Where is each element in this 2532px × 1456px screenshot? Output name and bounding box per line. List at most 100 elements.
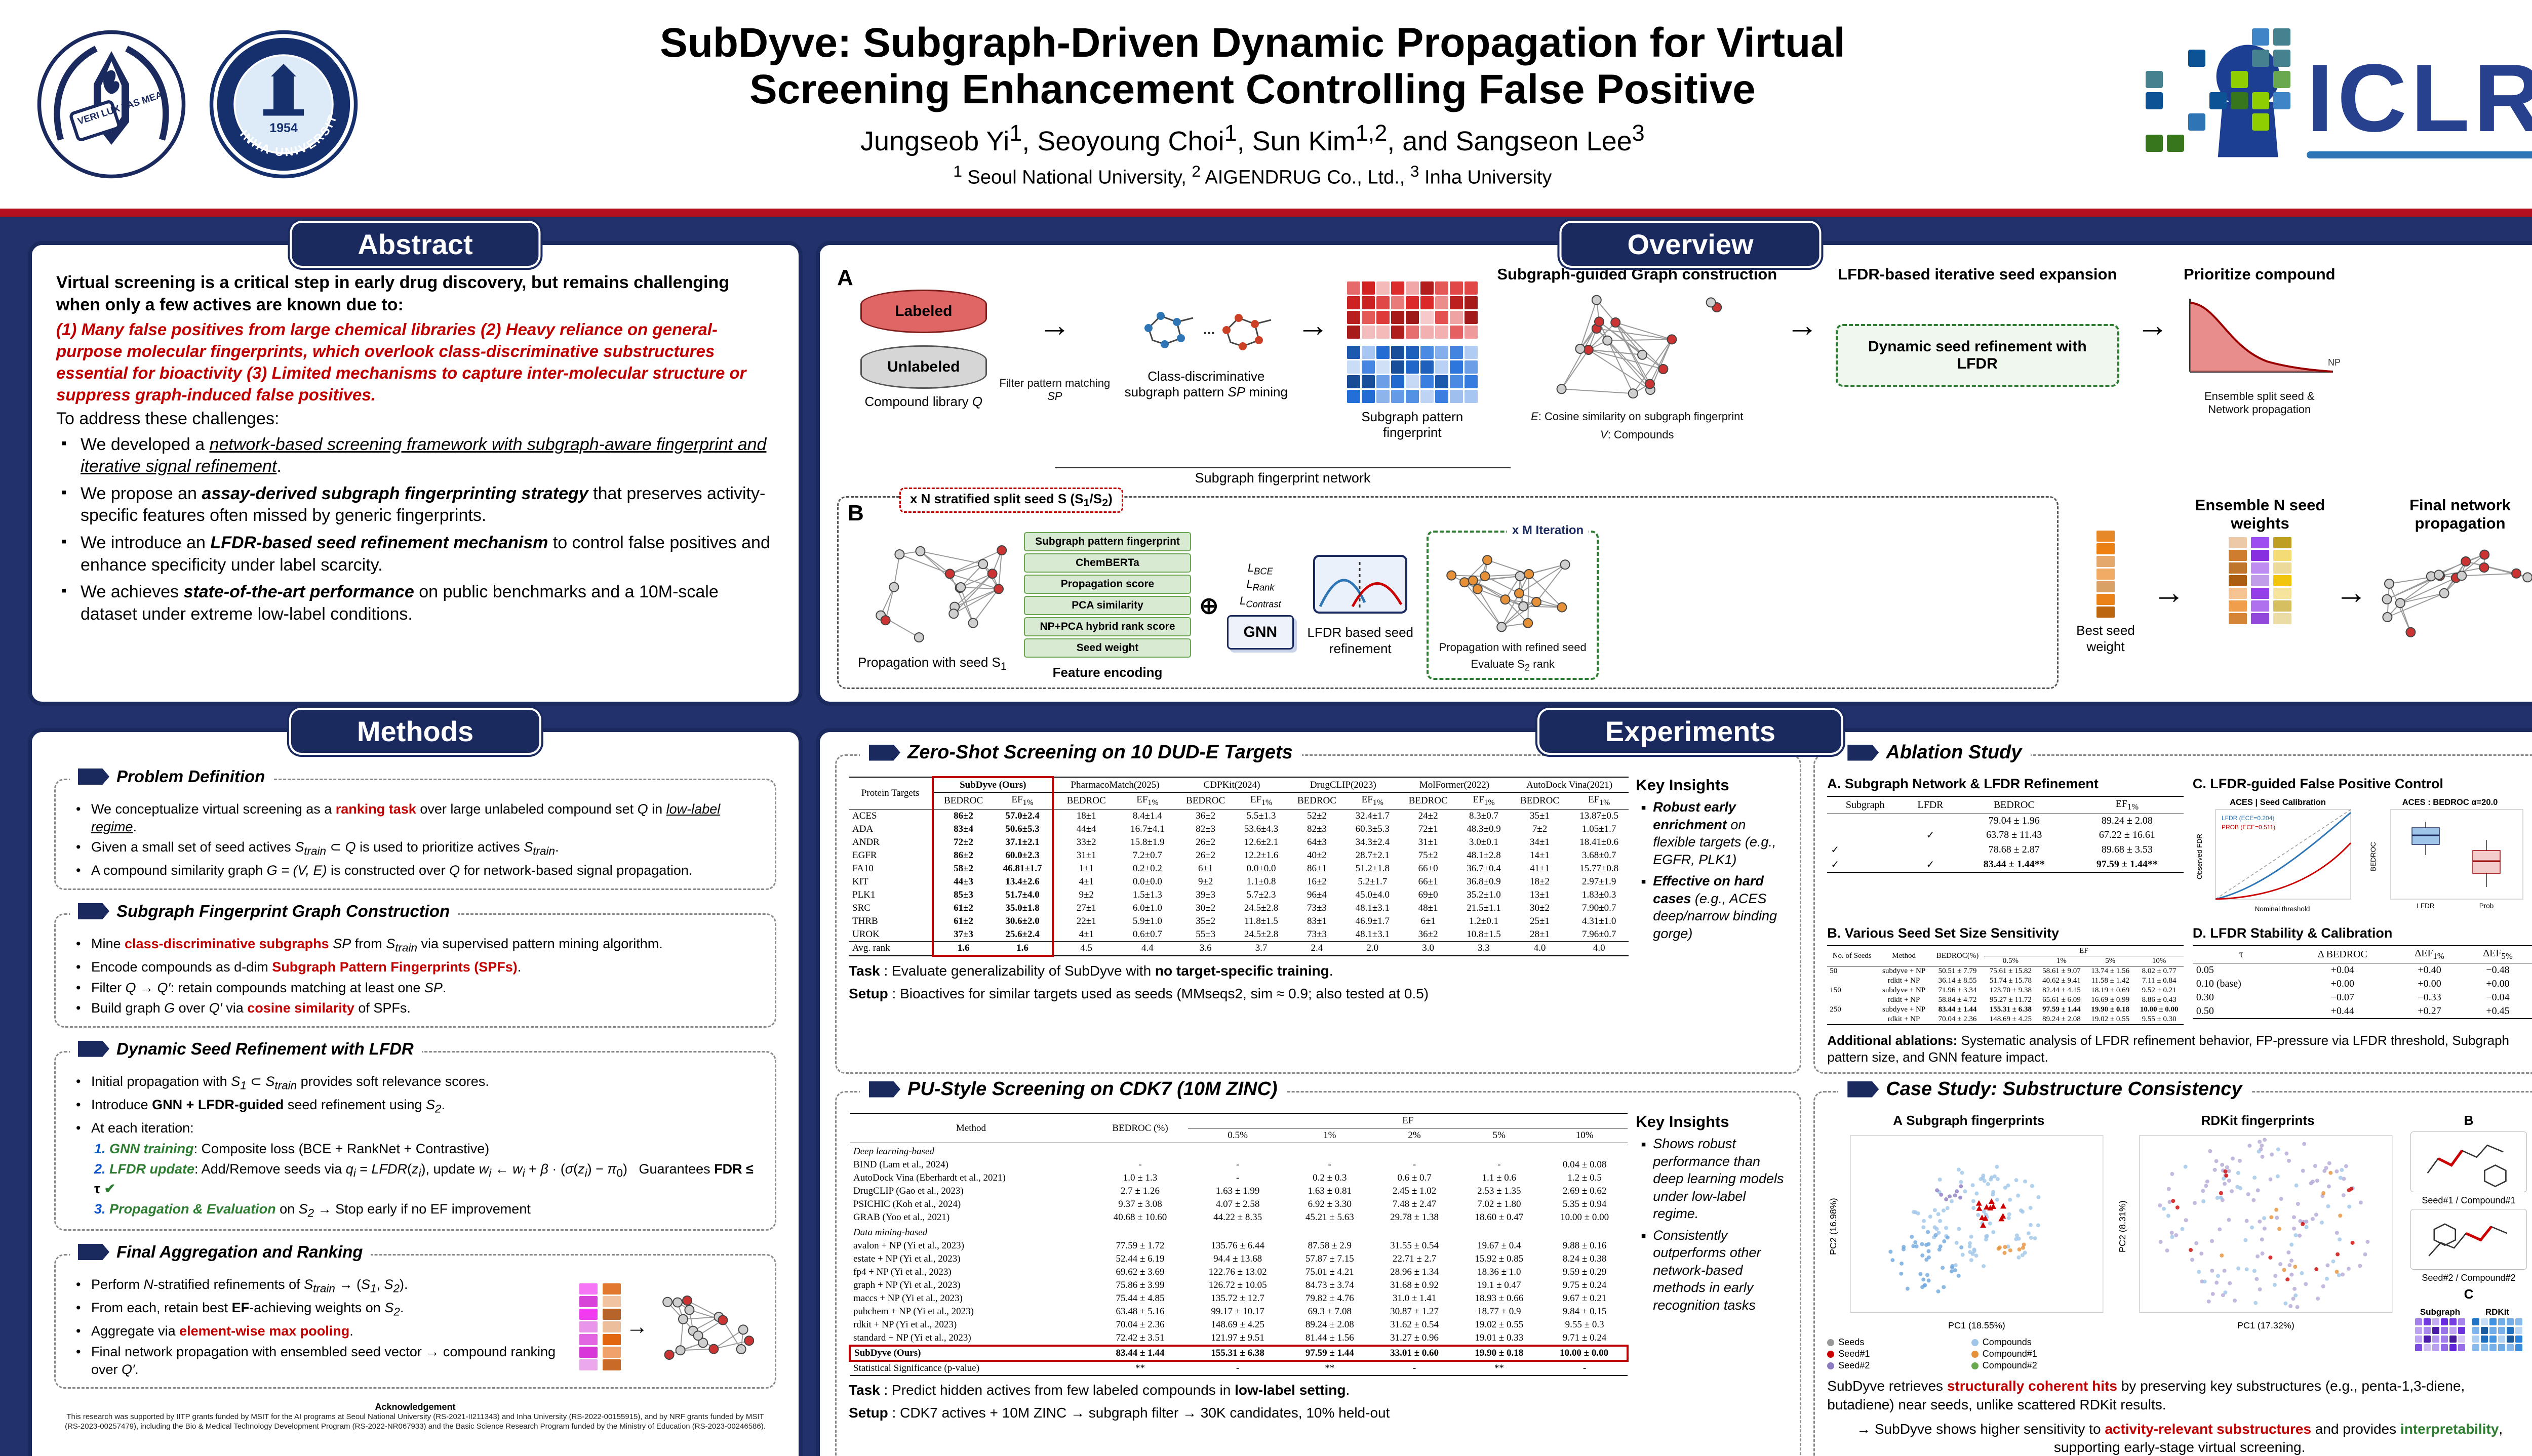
feature-box: Seed weight — [1024, 638, 1191, 658]
table-cell: 5.7±2.3 — [1246, 889, 1276, 900]
table-cell: 58.61 ± 9.07 — [2042, 967, 2081, 976]
abstract-lead-in: To address these challenges: — [56, 409, 280, 428]
method-bullet: Final network propagation with ensembled… — [71, 1343, 569, 1378]
method-bullet: Introduce GNN + LFDR-guided seed refinem… — [71, 1096, 760, 1116]
table-cell: 27±1 — [1076, 902, 1096, 913]
column-header: EF1% — [993, 792, 1054, 810]
fingerprint-caption: Subgraph pattern fingerprint — [1361, 409, 1463, 440]
table-cell: 0.6 ± 0.7 — [1397, 1172, 1432, 1184]
table-cell: 45.0±4.0 — [1355, 889, 1390, 900]
table-cell: 31.55 ± 0.54 — [1390, 1240, 1439, 1251]
panel-letter: C — [2464, 1286, 2474, 1302]
mosaic-pixel — [2188, 50, 2205, 67]
poster-title: SubDyve: Subgraph-Driven Dynamic Propaga… — [385, 20, 2120, 113]
svg-text:...: ... — [1203, 321, 1215, 337]
table-row: pubchem + NP (Yi et al., 2023) 63.48 ± 5.… — [850, 1305, 1628, 1318]
table-cell: 28±1 — [1530, 928, 1550, 940]
table-cell: ACES — [852, 810, 877, 821]
method-bullet: Filter Q → Q′: retain compounds matching… — [71, 979, 760, 997]
table-cell: 1.6 — [993, 941, 1054, 957]
ablation-section: Ablation Study A. Subgraph Network & LFD… — [1813, 742, 2532, 1074]
mosaic-pixel — [2273, 92, 2290, 109]
iclr-underline — [2306, 151, 2532, 158]
table-cell: 1.0 ± 1.3 — [1123, 1172, 1158, 1184]
table-cell — [1827, 1015, 1877, 1026]
unlabeled-db-icon: Unlabeled — [860, 345, 987, 389]
subsection-title: Final Aggregation and Ranking — [70, 1242, 371, 1262]
key-insight: Effective on hard cases (e.g., ACES deep… — [1636, 872, 1788, 942]
table-cell: 4.0 — [1569, 941, 1629, 956]
column-header: 5% — [1456, 1128, 1541, 1144]
table-cell: 33±2 — [1076, 836, 1096, 847]
zero-shot-key-insights: Key Insights Robust early enrichment on … — [1636, 776, 1788, 946]
table-cell: ✓ — [1926, 830, 1935, 841]
mosaic-pixel — [2273, 71, 2290, 88]
table-cell: 9.75 ± 0.24 — [1562, 1280, 1607, 1291]
column-header: 1% — [2037, 956, 2086, 967]
table-cell: pubchem + NP (Yi et al., 2023) — [853, 1306, 974, 1317]
table-cell: 24.5±2.8 — [1244, 902, 1279, 913]
legend-marker — [1971, 1350, 1979, 1358]
structure-caption: Seed#2 / Compound#2 — [2422, 1273, 2516, 1283]
table-cell: +0.40 — [2418, 964, 2441, 976]
table-cell: 7±2 — [1532, 823, 1548, 834]
table-cell: 25.6±2.4 — [993, 927, 1054, 942]
legend-marker — [1971, 1339, 1979, 1346]
table-cell: −0.04 — [2486, 992, 2510, 1003]
library-caption: Compound library Q — [864, 394, 983, 409]
table-cell: 155.31 ± 6.38 — [1989, 1005, 2032, 1014]
table-cell: 0.50 — [2192, 1004, 2290, 1020]
table-cell: 9.71 ± 0.24 — [1562, 1332, 1607, 1344]
table-cell: 2.97±1.9 — [1581, 876, 1616, 887]
propagation-s1: Propagation with seed S1 — [849, 538, 1016, 673]
table-cell: 51.2±1.8 — [1355, 863, 1390, 874]
feature-box: PCA similarity — [1024, 596, 1191, 615]
table-cell: 81.44 ± 1.56 — [1305, 1332, 1354, 1344]
table-cell: 9.59 ± 0.29 — [1562, 1267, 1607, 1278]
table-cell: maccs + NP (Yi et al., 2023) — [853, 1293, 963, 1304]
flag-icon — [869, 1081, 900, 1098]
table-cell: 5.35 ± 0.94 — [1562, 1199, 1607, 1210]
svg-text:ACES | Seed Calibration: ACES | Seed Calibration — [2230, 798, 2326, 807]
methods-banner: Methods — [291, 710, 540, 753]
table-cell: 13±1 — [1530, 889, 1550, 900]
table-cell: 40±2 — [1307, 850, 1327, 861]
methods-panel: Methods Problem Definition We conceptual… — [28, 710, 803, 1456]
svg-text:PC1 (18.55%): PC1 (18.55%) — [1948, 1320, 2005, 1330]
propagation-s1-caption: Propagation with seed S1 — [858, 654, 1007, 672]
column-header: BEDROC — [1053, 792, 1119, 810]
table-cell: 36.7±0.4 — [1467, 863, 1501, 874]
table-cell: 11.8±1.5 — [1244, 915, 1278, 926]
table-row: avalon + NP (Yi et al., 2023)77.59 ± 1.7… — [850, 1239, 1628, 1252]
table-cell: - — [1236, 1172, 1240, 1184]
overview-banner: Overview — [1561, 223, 1819, 266]
ablation-c: C. LFDR-guided False Positive Control AC… — [2192, 776, 2532, 918]
table-cell: 89.68 ± 3.53 — [2101, 844, 2153, 855]
svg-text:PC1 (17.32%): PC1 (17.32%) — [2237, 1320, 2294, 1330]
column-header: BEDROC — [1957, 796, 2071, 814]
table-cell: 52±2 — [1307, 810, 1327, 821]
table-cell: 86±2 — [932, 848, 993, 862]
flag-icon — [78, 1244, 109, 1261]
table-cell: 79.04 ± 1.96 — [1988, 815, 2040, 826]
table-cell: 89.24 ± 2.08 — [2037, 1015, 2086, 1026]
panel-b-label: B — [848, 501, 864, 525]
table-cell: 73±3 — [1307, 902, 1327, 913]
table-cell: 19.90 ± 0.18 — [1456, 1345, 1541, 1362]
network-graph — [876, 545, 1007, 642]
table-cell: 31.0 ± 1.41 — [1392, 1293, 1437, 1304]
table-cell: 35±2 — [1196, 915, 1216, 926]
table-cell: 58±2 — [932, 862, 993, 875]
table-cell: 8.3±0.7 — [1469, 810, 1498, 821]
table-row: 0.05+0.04+0.40−0.48 — [2193, 963, 2532, 978]
column-header: EF1% — [1569, 792, 1629, 810]
feature-encoding-caption: Feature encoding — [1052, 665, 1163, 680]
table-cell: 63.48 ± 5.16 — [1116, 1306, 1165, 1317]
